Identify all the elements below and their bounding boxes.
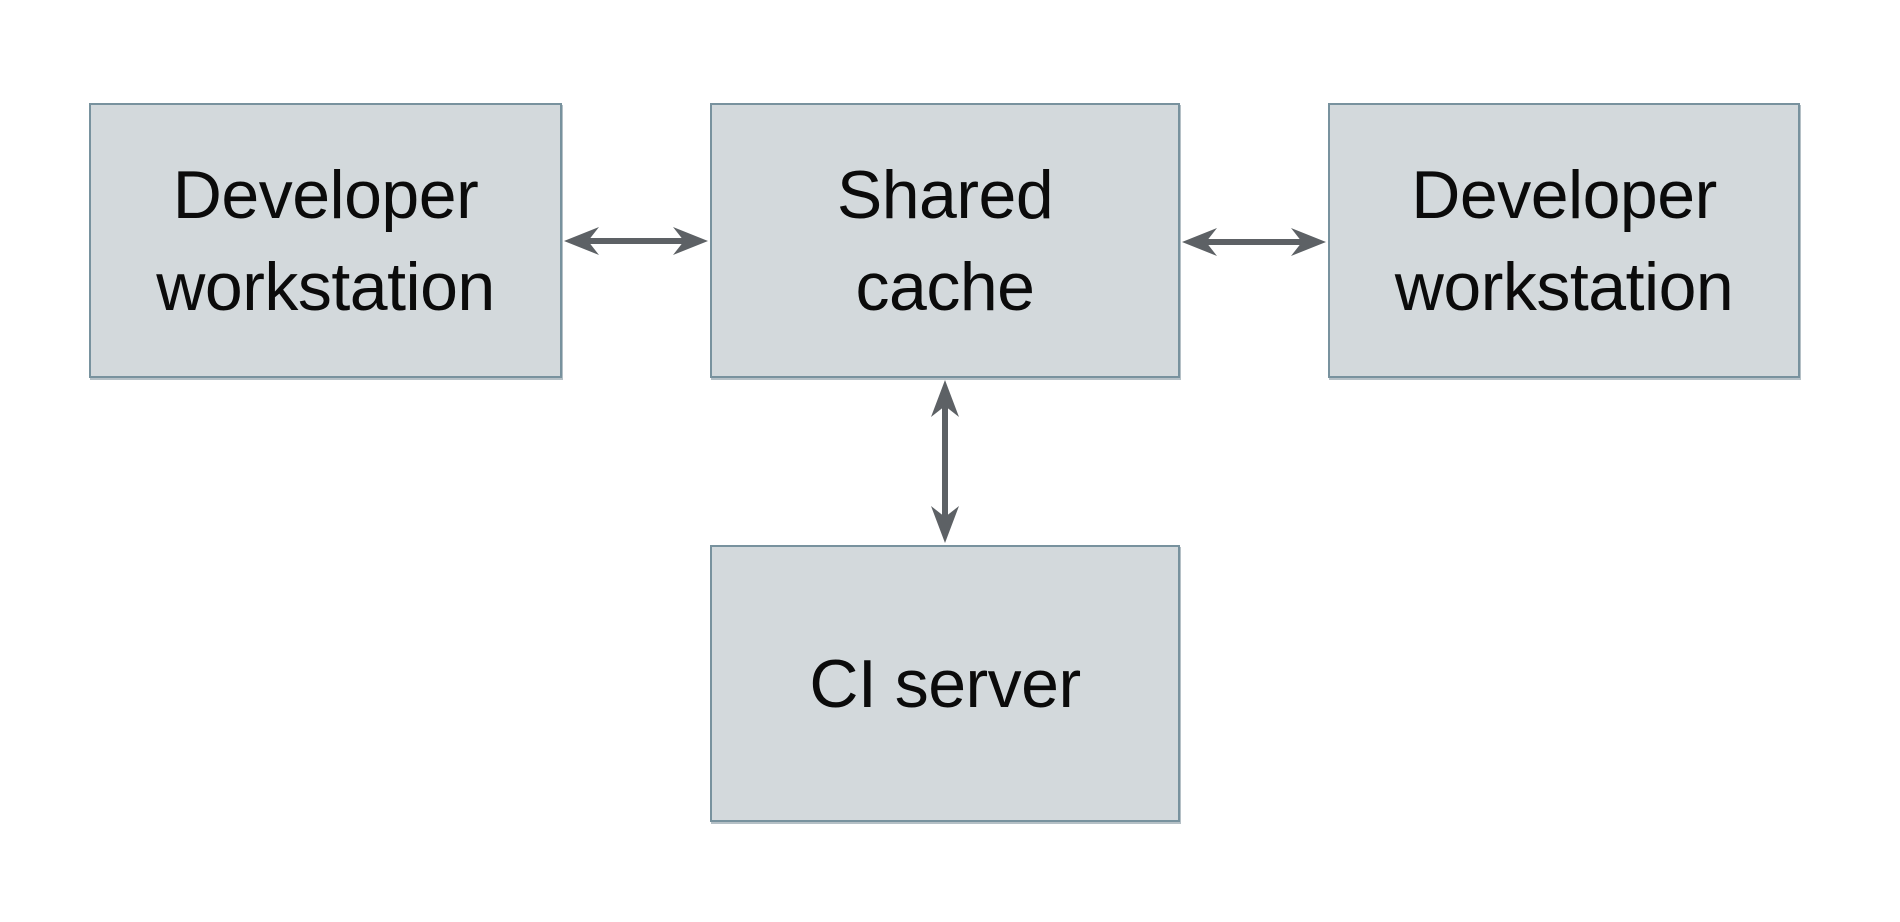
node-developer-workstation-left: Developer workstation: [89, 103, 562, 378]
node-label-line: workstation: [156, 248, 495, 325]
bidirectional-arrow-icon-cache-right: [1182, 228, 1326, 256]
node-label-line: Developer: [172, 156, 479, 233]
node-label-line: workstation: [1394, 248, 1734, 325]
bidirectional-arrow-icon-cache-ci: [931, 380, 959, 543]
node-label-line: CI server: [809, 645, 1081, 722]
node-label-line: Shared: [836, 156, 1054, 233]
node-label-line: cache: [855, 248, 1035, 325]
bidirectional-arrow-icon-left-cache: [564, 227, 708, 255]
node-label-line: Developer: [1411, 156, 1717, 233]
node-developer-workstation-right: Developer workstation: [1328, 103, 1800, 378]
node-shared-cache: Shared cache: [710, 103, 1180, 378]
node-ci-server: CI server: [710, 545, 1180, 822]
